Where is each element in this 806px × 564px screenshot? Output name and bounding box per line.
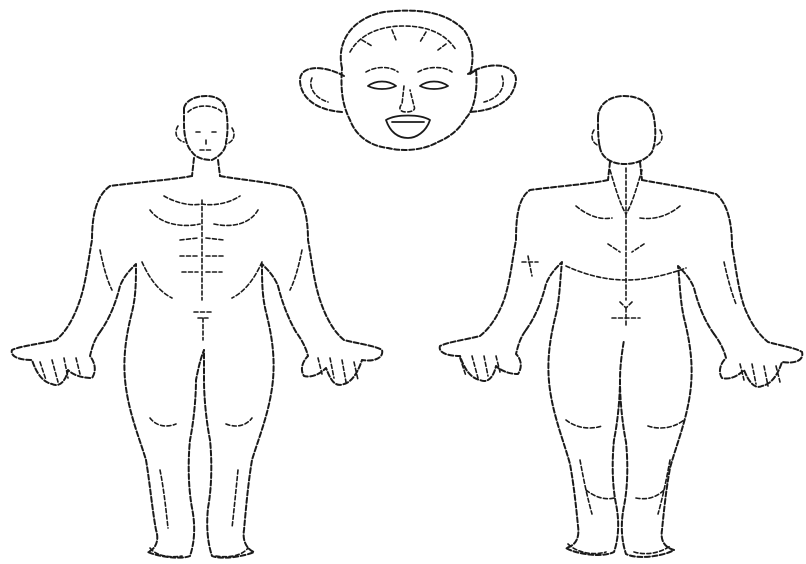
face-eye-right <box>420 82 448 90</box>
face-eye-left <box>368 82 396 90</box>
face-ear-left-inner <box>311 78 328 102</box>
posterior-body-left-inner <box>526 262 624 555</box>
posterior-scapulae <box>576 206 680 219</box>
anterior-body-left <box>12 176 192 385</box>
posterior-knees <box>566 420 684 428</box>
face-nose <box>400 86 415 112</box>
posterior-body-right <box>642 180 802 387</box>
face-view <box>300 11 516 150</box>
face-ear-right-inner <box>484 76 503 102</box>
anterior-hairline <box>188 106 222 112</box>
face-ear-left <box>300 68 344 112</box>
face-brow-left <box>366 68 398 73</box>
anterior-body-left-inner <box>100 264 204 558</box>
anterior-fingers-left <box>40 358 80 382</box>
anterior-face-features <box>196 132 218 150</box>
anterior-view <box>12 96 383 558</box>
anterior-ear-left <box>176 126 184 142</box>
anterior-body-right <box>220 176 382 385</box>
posterior-head <box>598 96 655 164</box>
anterior-toes <box>150 548 248 557</box>
face-outline <box>341 11 477 150</box>
posterior-view <box>440 96 803 557</box>
posterior-sacrum <box>612 302 640 326</box>
face-hair-strands <box>362 30 446 50</box>
face-brow-right <box>418 68 452 73</box>
anterior-pectorals <box>150 210 258 225</box>
posterior-elbow-left <box>522 256 538 276</box>
anterior-neck <box>192 158 220 176</box>
posterior-calves <box>580 460 670 514</box>
anterior-body-right-inner <box>204 264 296 558</box>
posterior-forearm-right <box>724 262 736 304</box>
anterior-shins <box>160 470 238 528</box>
face-mouth <box>386 116 430 139</box>
anterior-groin <box>194 312 212 340</box>
anterior-knees <box>150 418 252 426</box>
posterior-heels <box>568 544 670 554</box>
posterior-body-right-inner <box>620 266 714 557</box>
